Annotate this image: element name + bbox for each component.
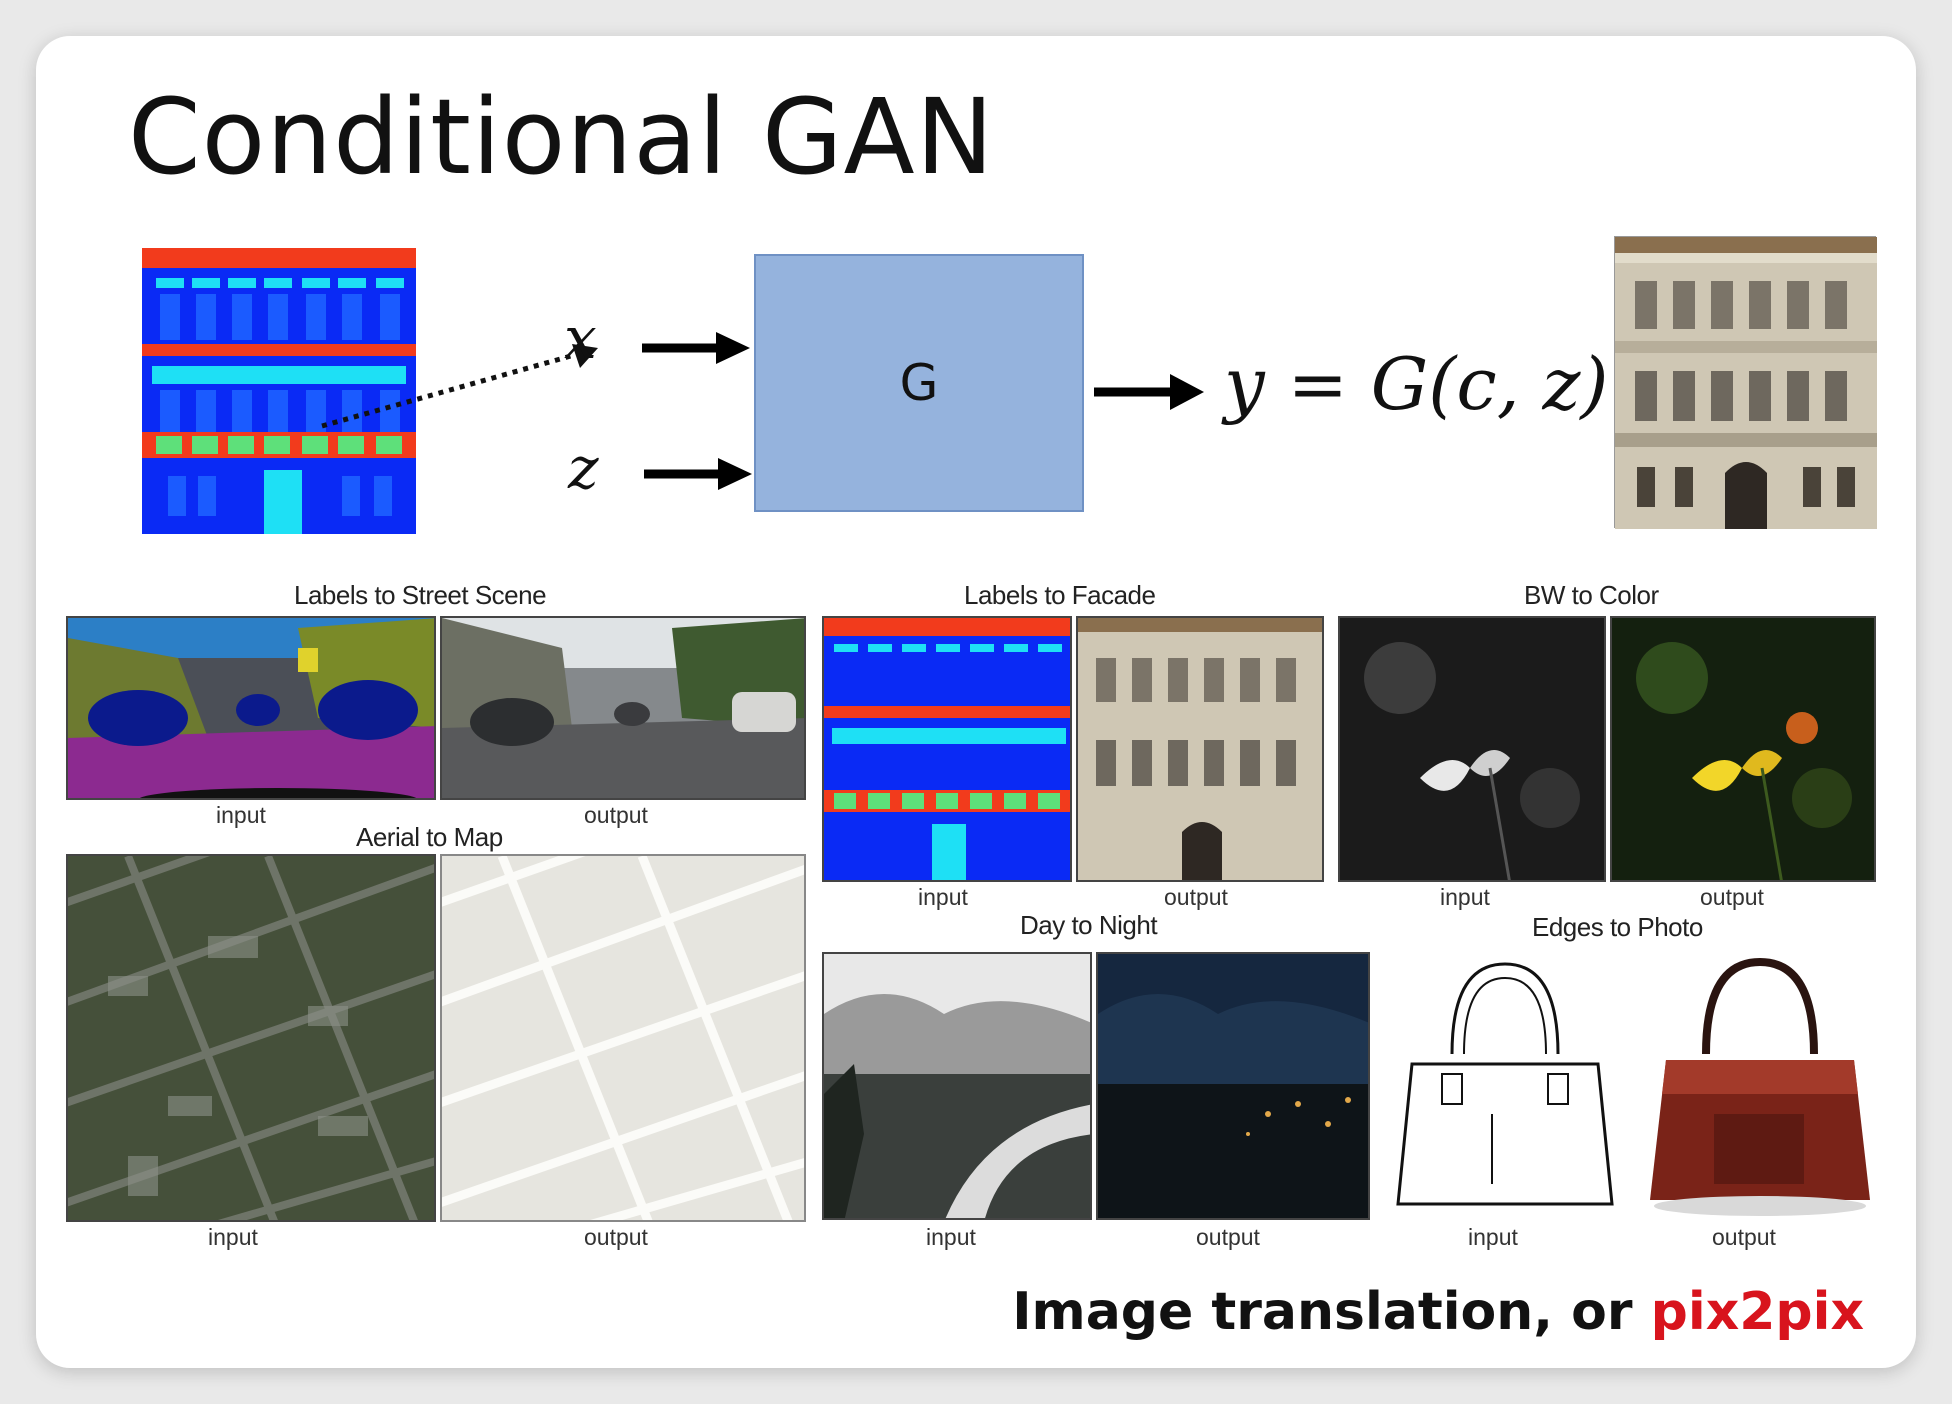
aerial-input-label: input [208, 1224, 258, 1250]
output-equation: y = G(c, z) [1224, 342, 1609, 426]
facade-input-image [822, 616, 1072, 882]
arrow-right-icon [644, 458, 752, 490]
aerial-output-label: output [584, 1224, 648, 1250]
street-output-image [440, 616, 806, 800]
facade-output-label: output [1164, 884, 1228, 910]
street-output-label: output [584, 802, 648, 828]
bw-output-image [1610, 616, 1876, 882]
slide-title: Conditional GAN [128, 76, 995, 198]
daynight-output-image [1096, 952, 1370, 1220]
footer-main-text: Image translation, or [1012, 1282, 1651, 1342]
footer-note: Image translation, or pix2pix [1012, 1282, 1864, 1342]
input-z-label: z [568, 434, 599, 502]
edges-output-label: output [1712, 1224, 1776, 1250]
footer-highlight-text: pix2pix [1650, 1282, 1864, 1342]
daynight-output-label: output [1196, 1224, 1260, 1250]
example-title-facade: Labels to Facade [964, 580, 1156, 610]
facade-input-label: input [918, 884, 968, 910]
example-title-daynight: Day to Night [1020, 910, 1158, 940]
bw-input-image [1338, 616, 1606, 882]
facade-output-image [1076, 616, 1324, 882]
generator-box: G [754, 254, 1084, 512]
bw-output-label: output [1700, 884, 1764, 910]
dotted-arrow-icon [321, 344, 598, 429]
edges-input-image [1392, 944, 1618, 1220]
example-title-bw: BW to Color [1524, 580, 1659, 610]
street-input-image [66, 616, 436, 800]
example-title-edges: Edges to Photo [1532, 912, 1703, 942]
aerial-input-image [66, 854, 436, 1222]
generated-facade-image [1614, 236, 1877, 529]
edges-input-label: input [1468, 1224, 1518, 1250]
example-title-street: Labels to Street Scene [294, 580, 547, 610]
facade-label-map [142, 248, 416, 534]
daynight-input-image [822, 952, 1092, 1220]
daynight-input-label: input [926, 1224, 976, 1250]
arrow-right-icon [642, 332, 750, 364]
street-input-label: input [216, 802, 266, 828]
slide: Conditional GAN [36, 36, 1916, 1368]
aerial-output-image [440, 854, 806, 1222]
bw-input-label: input [1440, 884, 1490, 910]
arrow-right-icon [1094, 374, 1204, 410]
edges-output-image [1644, 944, 1876, 1220]
input-x-label: x [564, 304, 597, 372]
generator-label: G [899, 354, 939, 412]
example-title-aerial: Aerial to Map [356, 822, 503, 852]
